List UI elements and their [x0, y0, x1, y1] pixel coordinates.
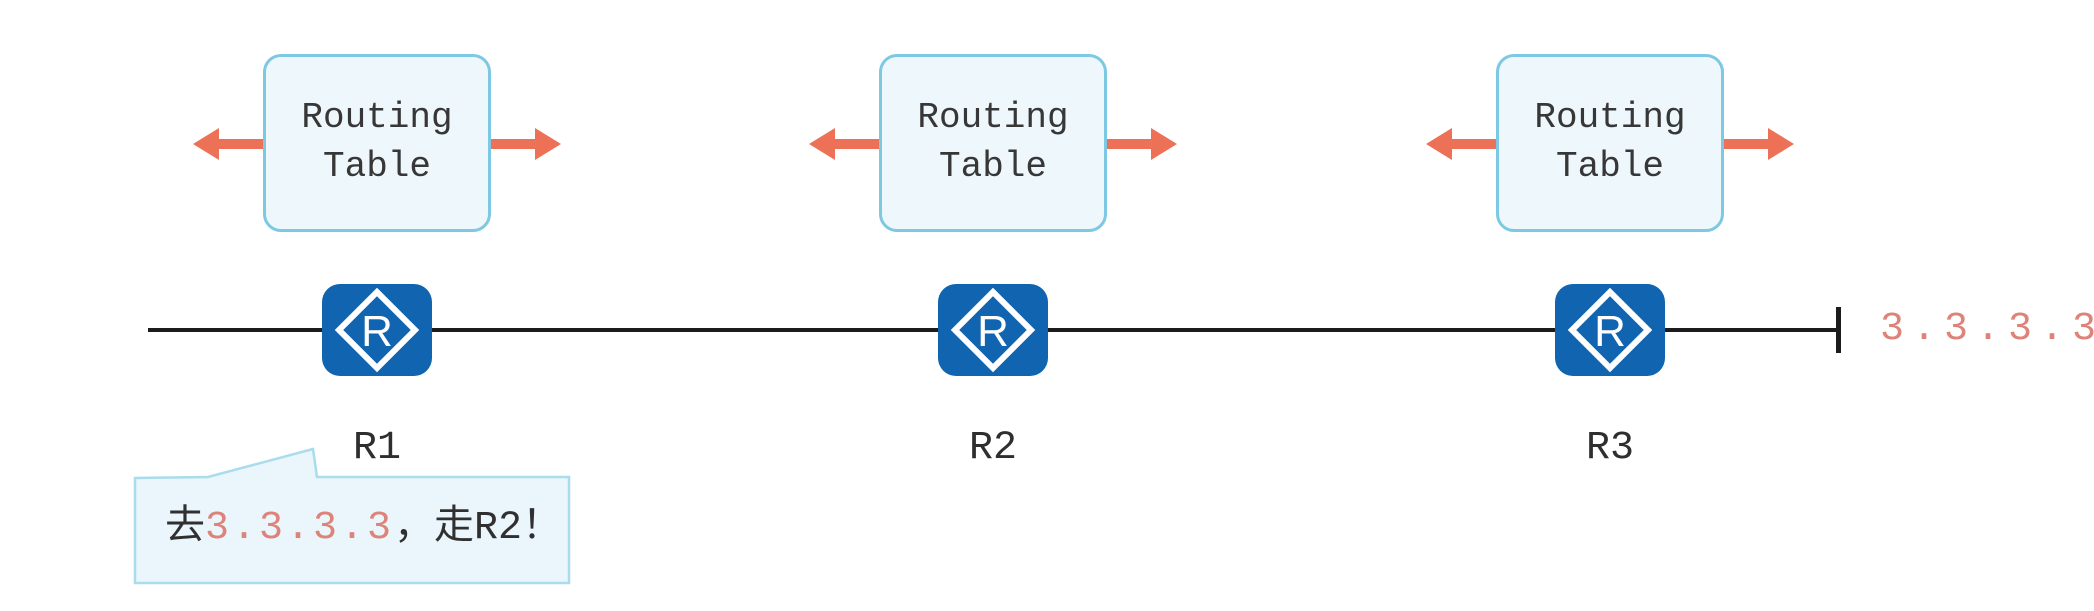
destination-ip-label: 3.3.3.3 [1880, 307, 2094, 352]
callout-text: 去3.3.3.3，走R2！ [165, 507, 565, 551]
right-arrow-icon [1107, 128, 1177, 160]
router-group-r2: Routing Table R R2 [793, 0, 1193, 611]
routing-table-box: Routing Table [879, 54, 1107, 232]
right-arrow-icon [1724, 128, 1794, 160]
routing-table-box: Routing Table [263, 54, 491, 232]
router-icon: R [938, 284, 1048, 376]
svg-text:R: R [361, 307, 393, 356]
svg-text:R: R [977, 307, 1009, 356]
router-name-label: R1 [352, 426, 401, 471]
left-arrow-icon [809, 128, 879, 160]
router-name-label: R2 [968, 426, 1017, 471]
svg-text:R: R [1594, 307, 1626, 356]
router-group-r1: Routing Table R R1 [177, 0, 577, 611]
callout-shape [133, 447, 571, 585]
routing-table-box: Routing Table [1496, 54, 1724, 232]
callout-text-prefix: 去 [165, 506, 205, 551]
router-group-r3: Routing Table R R3 [1410, 0, 1810, 611]
callout-text-suffix: ，走R2！ [394, 506, 563, 551]
router-icon: R [322, 284, 432, 376]
callout-text-ip: 3.3.3.3 [205, 506, 395, 551]
router-icon: R [1555, 284, 1665, 376]
right-arrow-icon [491, 128, 561, 160]
route-decision-callout: 去3.3.3.3，走R2！ [133, 447, 573, 587]
router-name-label: R3 [1585, 426, 1634, 471]
left-arrow-icon [1426, 128, 1496, 160]
link-endpoint-tick [1836, 307, 1841, 353]
left-arrow-icon [193, 128, 263, 160]
